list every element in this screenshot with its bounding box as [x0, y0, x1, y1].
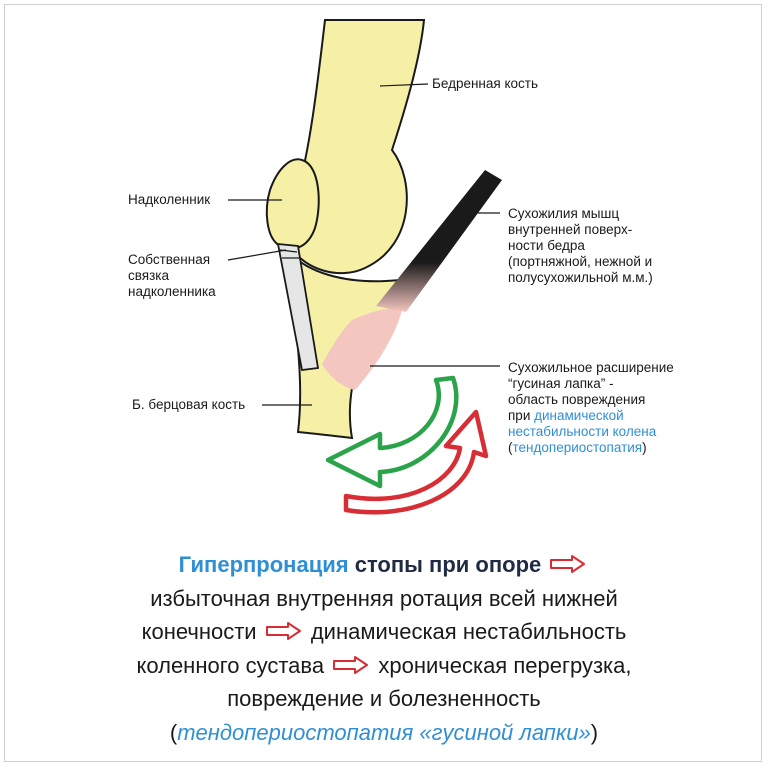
patella-bone: [265, 158, 320, 250]
label-tibia: Б. берцовая кость: [132, 397, 246, 412]
label-patella: Надколенник: [128, 192, 211, 207]
right-arrow-outline-icon: [333, 655, 369, 674]
knee-diagram: [227, 19, 502, 515]
caption-line-1: Гиперпронация стопы при опоре: [0, 548, 768, 582]
pes-anserinus: [322, 308, 402, 390]
caption-line-4: коленного сустава хроническая перегрузка…: [136, 652, 632, 678]
caption-line-2: избыточная внутренняя ротация всей нижне…: [150, 585, 618, 611]
rotation-arrow-red-icon: [343, 409, 489, 515]
caption-text: Гиперпронация стопы при опоре избыточная…: [0, 548, 768, 749]
image-frame: [4, 4, 762, 762]
hamstring-tendons: [376, 170, 502, 312]
rotation-arrow-green-icon: [325, 375, 459, 489]
label-pes-anserinus: Сухожильное расширение “гусиная лапка” -…: [508, 360, 674, 455]
right-arrow-outline-icon: [265, 622, 301, 641]
label-femur: Бедренная кость: [432, 76, 538, 91]
caption-line-5: повреждение и болезненность: [227, 686, 541, 711]
caption-line-3: конечности динамическая нестабильность: [141, 619, 627, 644]
right-arrow-outline-icon: [550, 555, 586, 574]
caption-line-6: (тендопериостопатия «гусиной лапки»): [169, 719, 599, 745]
label-hamstring-tendons: Сухожилия мышц внутренней поверх- ности …: [508, 206, 653, 285]
label-patellar-ligament: Собственная связка надколенника: [128, 252, 216, 299]
patellar-ligament: [276, 242, 320, 371]
